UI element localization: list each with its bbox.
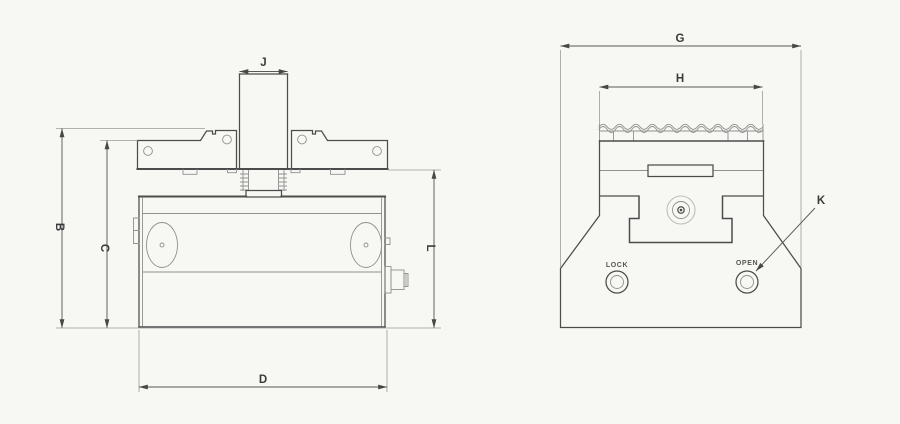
dim-b: B bbox=[53, 128, 205, 329]
dim-d: D bbox=[138, 330, 388, 392]
plate-hole bbox=[372, 146, 382, 156]
dim-label-k: K bbox=[817, 195, 826, 207]
coupler-fitting bbox=[384, 266, 409, 294]
jaw-plate-right bbox=[290, 129, 389, 170]
dim-label-h: H bbox=[676, 73, 684, 85]
open-knob bbox=[735, 270, 759, 294]
plate-hole bbox=[297, 134, 307, 145]
dim-label-l: L bbox=[424, 244, 436, 251]
base-body-outline bbox=[559, 140, 802, 329]
thread-collar bbox=[240, 169, 287, 198]
dim-g: G bbox=[560, 33, 802, 267]
jaw-block bbox=[598, 140, 765, 197]
side-view: J B C L D bbox=[53, 57, 441, 392]
dim-h: H bbox=[599, 73, 763, 124]
serrated-jaw-strip bbox=[598, 123, 764, 142]
plate-hole bbox=[143, 146, 153, 156]
roller-right bbox=[350, 222, 382, 268]
dim-label-d: D bbox=[259, 374, 267, 386]
right-tab bbox=[384, 237, 391, 245]
dim-label-c: C bbox=[98, 244, 110, 252]
open-label: OPEN bbox=[736, 260, 758, 267]
dim-label-b: B bbox=[53, 223, 65, 231]
dim-l: L bbox=[388, 169, 441, 329]
jaw-slot bbox=[647, 164, 714, 178]
dim-j: J bbox=[239, 57, 288, 74]
lock-label: LOCK bbox=[606, 262, 628, 269]
dim-c: C bbox=[98, 140, 138, 329]
stem bbox=[238, 73, 289, 170]
lock-knob bbox=[605, 270, 629, 294]
separation-band bbox=[136, 167, 389, 175]
plate-hole bbox=[222, 134, 232, 145]
front-view: LOCK OPEN G H K bbox=[559, 33, 826, 329]
leader-k: K bbox=[755, 195, 826, 272]
roller-left bbox=[146, 222, 178, 268]
center-boss bbox=[666, 195, 696, 225]
dim-label-g: G bbox=[676, 33, 685, 45]
clamp-body bbox=[133, 195, 409, 328]
t-slot-pedestal bbox=[628, 195, 733, 244]
dim-label-j: J bbox=[260, 57, 266, 69]
left-tab bbox=[133, 217, 140, 244]
jaw-plate-left bbox=[136, 129, 238, 170]
